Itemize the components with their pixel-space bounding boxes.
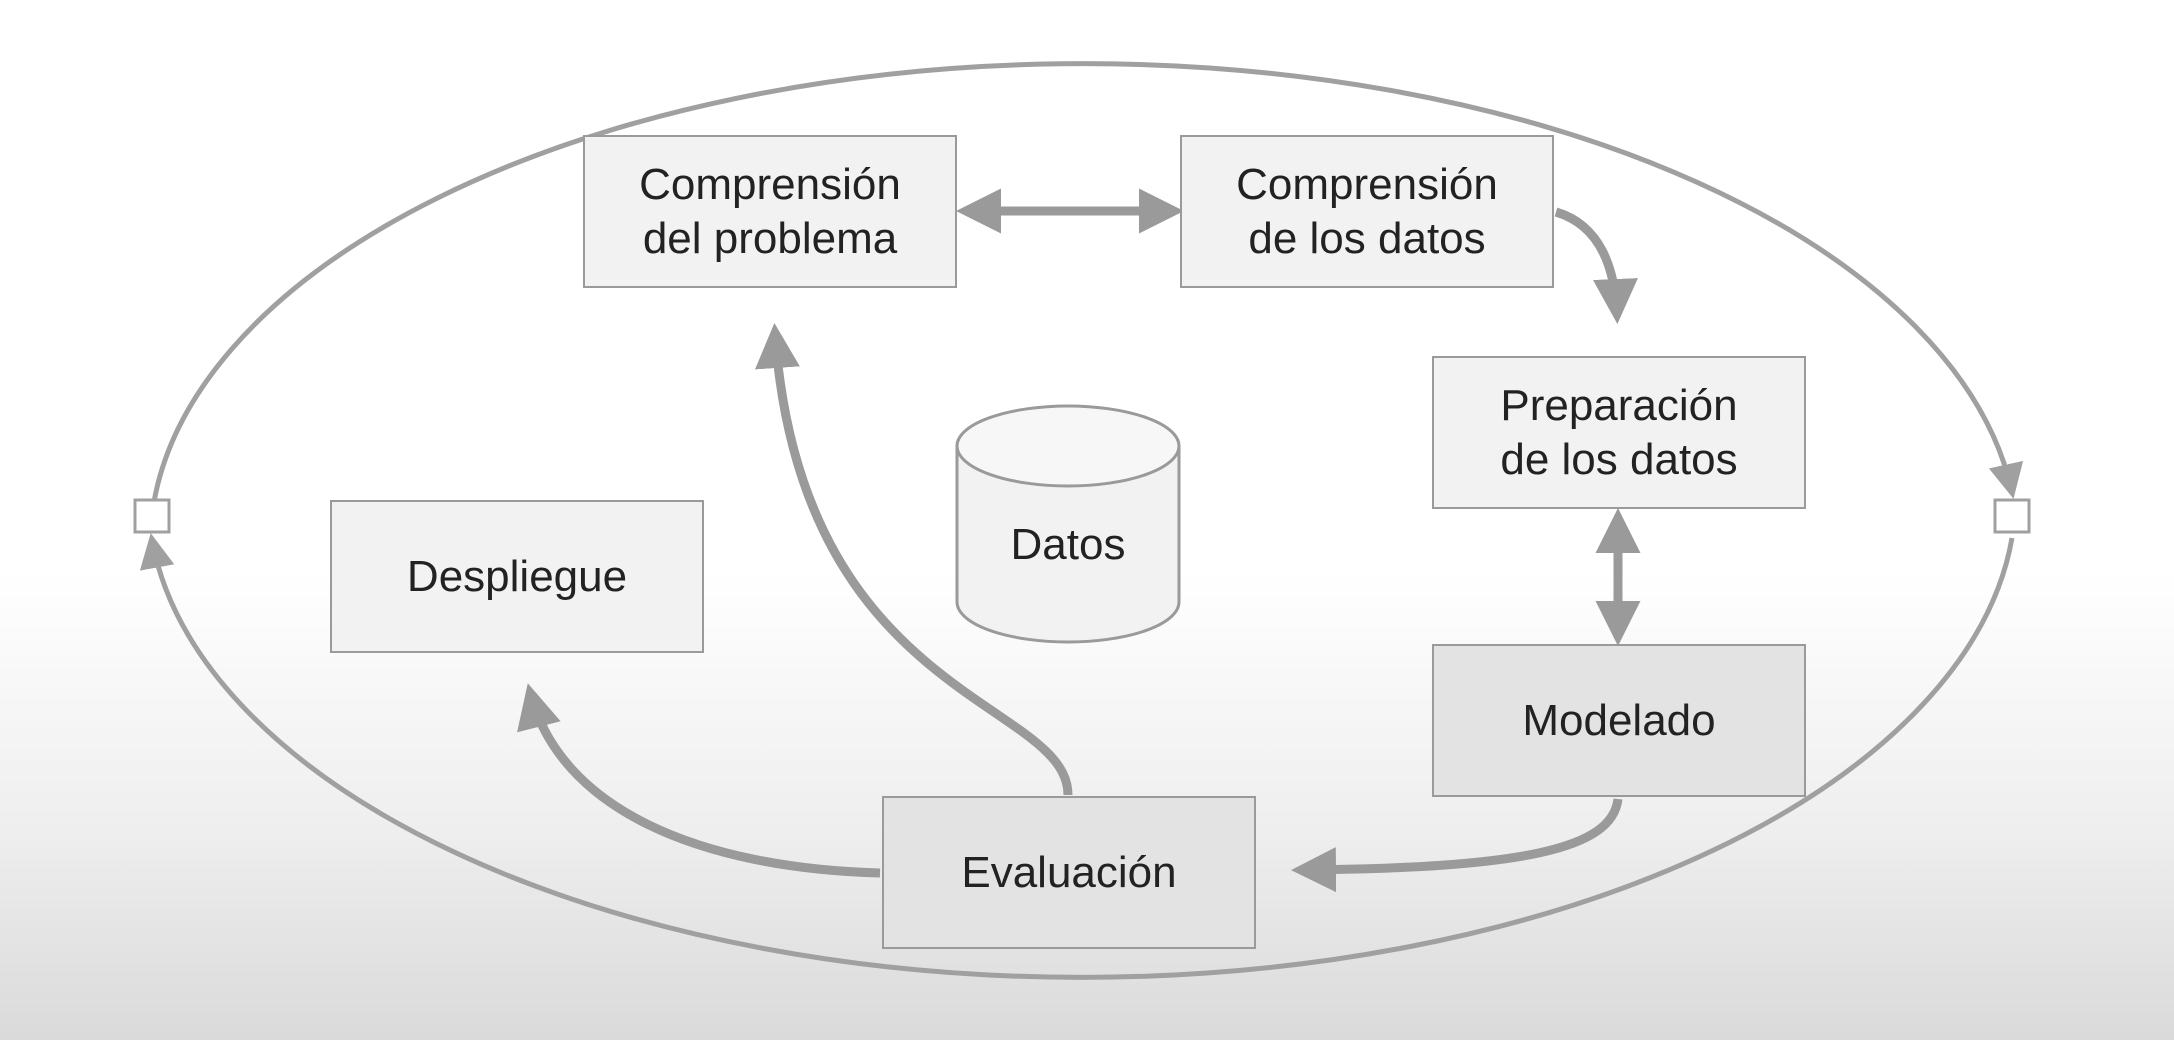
node-comprension-datos-label: Comprensión de los datos bbox=[1236, 159, 1498, 263]
outer-cycle-upper-arc bbox=[149, 61, 2023, 516]
arrow-evaluacion-problema bbox=[755, 323, 1073, 796]
node-modelado-label: Modelado bbox=[1522, 695, 1716, 745]
node-comprension-problema: Comprensión del problema bbox=[583, 135, 957, 288]
node-datos-label: Datos bbox=[1010, 520, 1126, 569]
node-modelado: Modelado bbox=[1432, 644, 1806, 797]
node-preparacion-datos: Preparación de los datos bbox=[1432, 356, 1806, 509]
cycle-right-node bbox=[1993, 498, 2031, 534]
node-despliegue-label: Despliegue bbox=[406, 551, 628, 601]
node-comprension-datos: Comprensión de los datos bbox=[1180, 135, 1554, 288]
node-comprension-problema-label: Comprensión del problema bbox=[639, 159, 901, 263]
arrow-modelado-evaluacion bbox=[1291, 798, 1623, 893]
datos-database-icon bbox=[955, 404, 1181, 644]
cycle-left-node bbox=[133, 498, 171, 534]
arrow-datos-preparacion bbox=[1554, 207, 1638, 324]
arrow-evaluacion-despliegue bbox=[517, 683, 881, 878]
node-despliegue: Despliegue bbox=[330, 500, 704, 653]
node-evaluacion: Evaluación bbox=[882, 796, 1256, 949]
node-evaluacion-label: Evaluación bbox=[961, 847, 1177, 897]
node-preparacion-datos-label: Preparación de los datos bbox=[1500, 380, 1738, 484]
outer-cycle-lower-arc bbox=[139, 533, 2015, 980]
